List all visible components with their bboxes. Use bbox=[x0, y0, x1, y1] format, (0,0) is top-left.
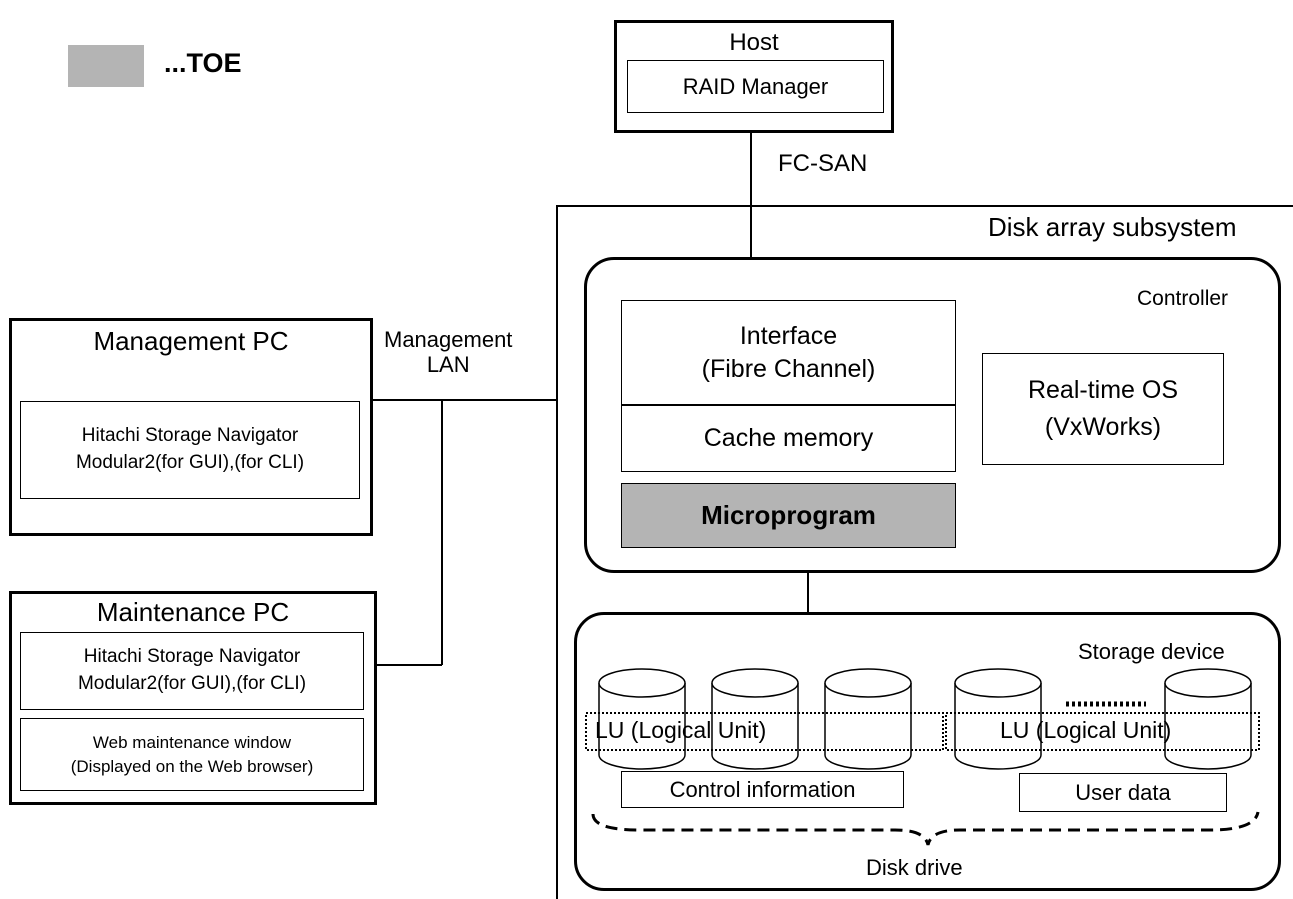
management-navigator-line2: Modular2(for GUI),(for CLI) bbox=[75, 452, 305, 473]
disk-cylinder bbox=[954, 668, 1042, 770]
microprogram-label: Microprogram bbox=[701, 500, 876, 530]
maintenance-pc-title: Maintenance PC bbox=[96, 597, 290, 627]
disk-array-subsystem bbox=[556, 205, 1293, 899]
interface-line1: Interface bbox=[739, 322, 838, 350]
management-pc-title: Management PC bbox=[93, 326, 289, 356]
web-maintenance-line1: Web maintenance window bbox=[92, 732, 292, 752]
cache-memory-label: Cache memory bbox=[703, 424, 874, 452]
disk-cylinder bbox=[711, 668, 799, 770]
management-pc-box: Management PC Hitachi Storage Navigator … bbox=[9, 318, 373, 536]
lu-left-label: LU (Logical Unit) bbox=[595, 717, 767, 743]
disk-drive-brace bbox=[591, 811, 1260, 846]
disk-cylinder bbox=[598, 668, 686, 770]
raid-manager-label: RAID Manager bbox=[682, 73, 829, 99]
interface-line2: (Fibre Channel) bbox=[701, 354, 876, 383]
storage-device-title: Storage device bbox=[1078, 639, 1225, 664]
lu-right-label: LU (Logical Unit) bbox=[1000, 717, 1172, 743]
realtime-os-line2: (VxWorks) bbox=[1044, 413, 1162, 441]
user-data-label: User data bbox=[1075, 779, 1171, 805]
host-box: Host RAID Manager bbox=[614, 20, 894, 133]
lu-frame-left bbox=[585, 712, 944, 751]
fc-san-label: FC-SAN bbox=[778, 150, 868, 177]
disk-cylinder bbox=[824, 668, 912, 770]
legend-label: ...TOE bbox=[164, 48, 242, 78]
management-navigator-box: Hitachi Storage Navigator Modular2(for G… bbox=[20, 401, 360, 499]
interface-box: Interface (Fibre Channel) bbox=[621, 300, 956, 405]
microprogram-box: Microprogram bbox=[621, 483, 956, 548]
realtime-os-line1: Real-time OS bbox=[1027, 375, 1179, 404]
management-lan-line2: LAN bbox=[426, 352, 470, 378]
subsystem-title: Disk array subsystem bbox=[988, 212, 1237, 242]
maintenance-pc-box: Maintenance PC Hitachi Storage Navigator… bbox=[9, 591, 377, 805]
maintenance-navigator-line1: Hitachi Storage Navigator bbox=[83, 646, 301, 668]
user-data-box: User data bbox=[1019, 773, 1227, 812]
management-lan-line1: Management bbox=[384, 327, 513, 352]
disk-drive-label: Disk drive bbox=[866, 855, 963, 880]
control-information-box: Control information bbox=[621, 771, 904, 808]
controller-title: Controller bbox=[1137, 287, 1229, 310]
maintenance-navigator-box: Hitachi Storage Navigator Modular2(for G… bbox=[20, 632, 364, 710]
management-navigator-line1: Hitachi Storage Navigator bbox=[81, 425, 299, 447]
maintenance-navigator-line2: Modular2(for GUI),(for CLI) bbox=[77, 673, 307, 694]
realtime-os-box: Real-time OS (VxWorks) bbox=[982, 353, 1224, 465]
cache-memory-box: Cache memory bbox=[621, 405, 956, 472]
control-information-label: Control information bbox=[669, 776, 856, 802]
management-lan-label: Management LAN bbox=[384, 327, 512, 378]
host-title: Host bbox=[729, 29, 779, 56]
web-maintenance-line2: (Displayed on the Web browser) bbox=[70, 756, 314, 776]
lu-frame-right bbox=[945, 712, 1260, 751]
raid-manager-box: RAID Manager bbox=[627, 60, 884, 113]
disk-cylinder bbox=[1164, 668, 1252, 770]
web-maintenance-window-box: Web maintenance window (Displayed on the… bbox=[20, 718, 364, 791]
legend-swatch bbox=[68, 45, 144, 87]
